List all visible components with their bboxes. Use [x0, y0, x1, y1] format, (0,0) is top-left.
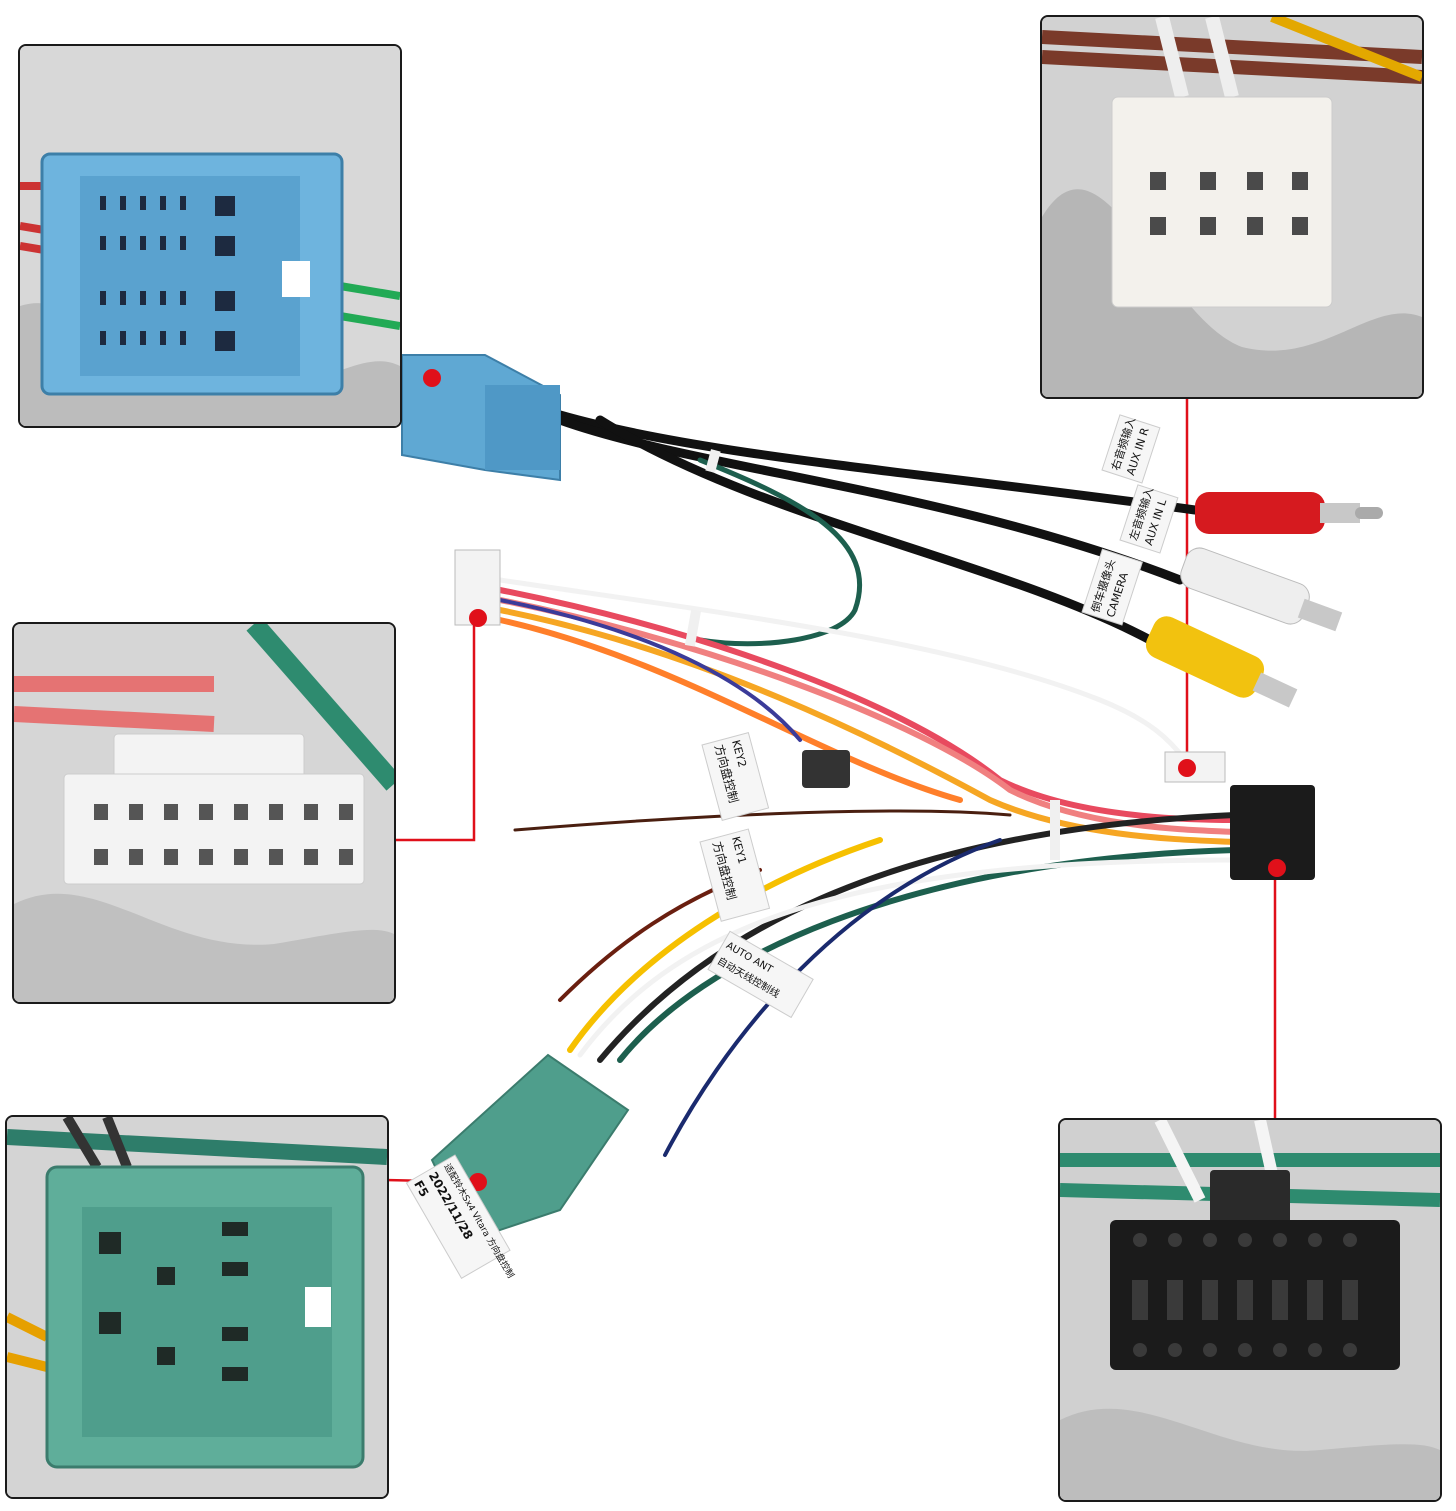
rca-cables	[555, 410, 1200, 647]
rca-white	[1180, 547, 1343, 632]
zoom-panel-white8-connector	[1040, 15, 1424, 399]
zoom-panel-black-connector	[1058, 1118, 1442, 1502]
main-wire-bundle	[497, 577, 1238, 1157]
white8-connector	[1164, 751, 1226, 783]
label-key1: KEY1 方向盘控制	[699, 828, 771, 922]
rca-yellow	[1145, 616, 1298, 708]
rca-red	[1195, 492, 1383, 534]
label-auto-ant: AUTO ANT 自动天线控制线	[707, 930, 814, 1019]
black-connector	[1230, 785, 1315, 880]
zoom-panel-white16-connector	[12, 622, 396, 1004]
cable-ties	[684, 449, 1060, 860]
label-aux-r: 右音频输入 AUX IN R	[1101, 414, 1161, 484]
label-key2: KEY2 方向盘控制	[701, 731, 770, 821]
white16-connector	[454, 549, 501, 627]
blue-connector	[401, 354, 561, 482]
label-camera: 倒车摄像头 CAMERA	[1081, 548, 1143, 626]
zoom-panel-blue-connector	[18, 44, 402, 428]
label-aux-l: 左音频输入 AUX IN L	[1119, 484, 1179, 554]
small-black-connector	[802, 750, 850, 788]
label-green-tag: 适配铃木Sx4 Vitara 方向盘控制 2022/11/28 F5	[405, 1154, 517, 1280]
zoom-panel-green-connector	[5, 1115, 389, 1499]
